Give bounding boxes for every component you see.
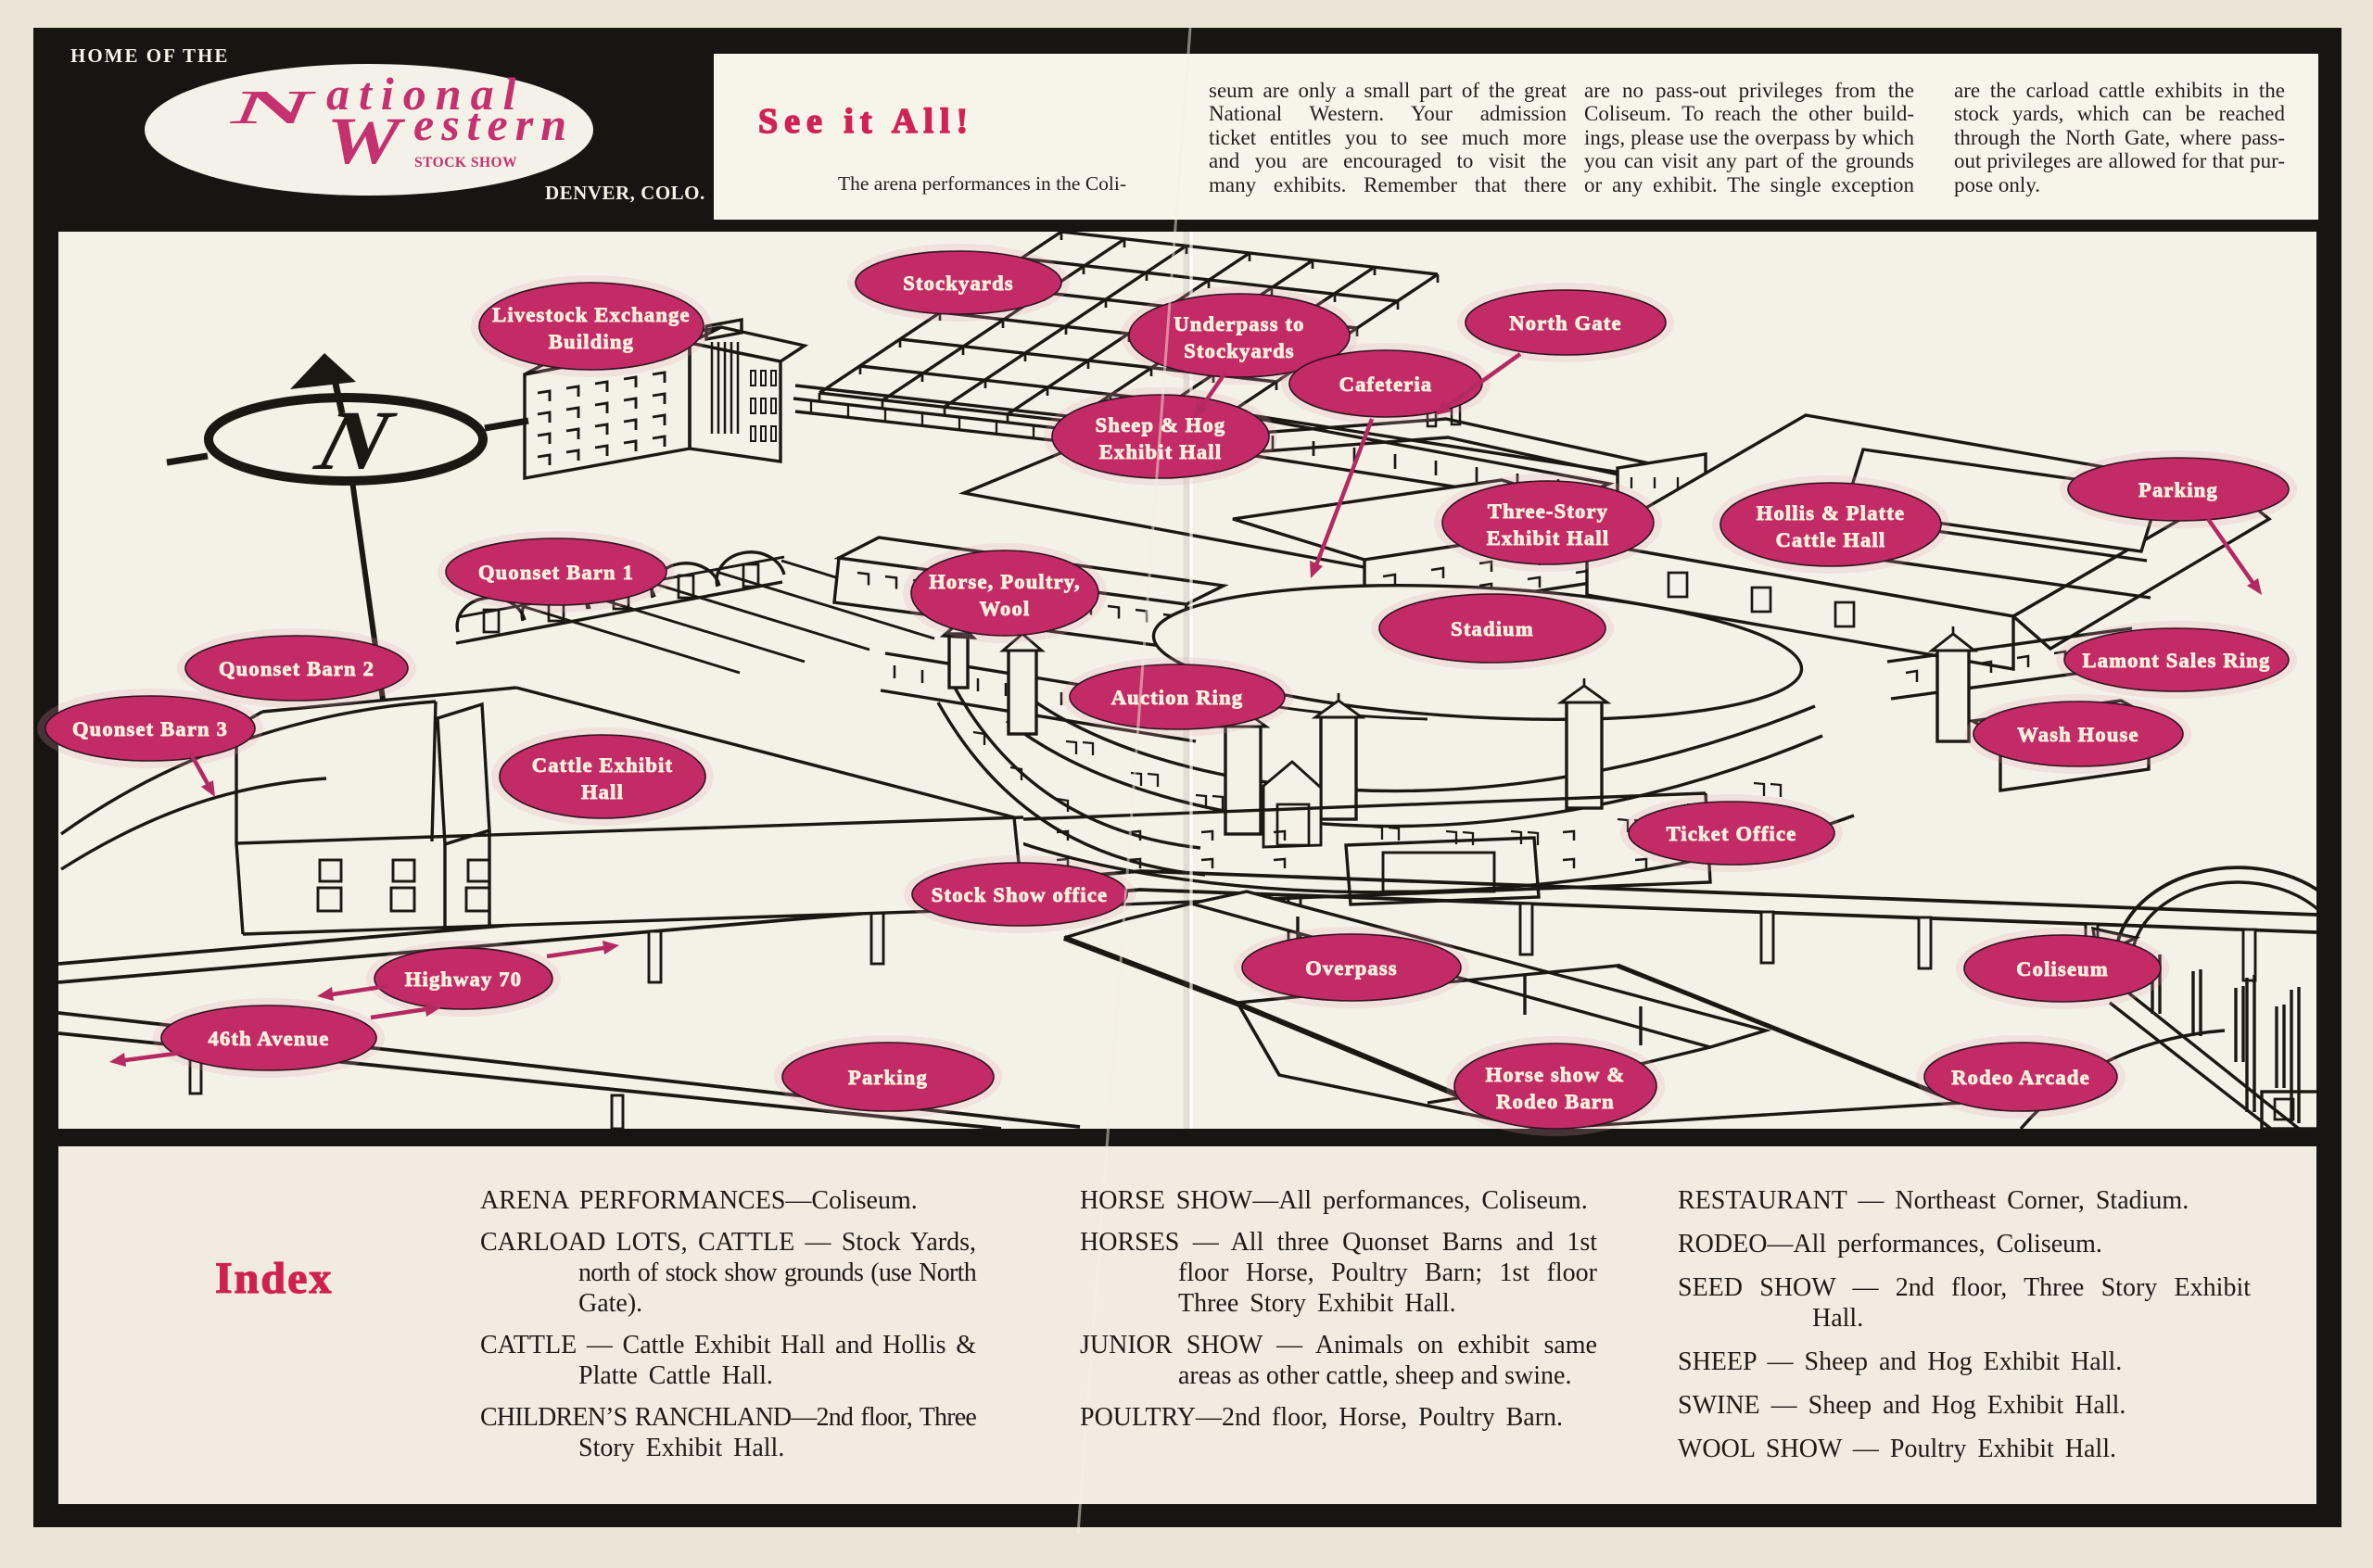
svg-text:Hollis & Platte: Hollis & Platte [1757,501,1905,525]
svg-text:Highway 70: Highway 70 [405,967,522,991]
svg-text:N: N [230,81,317,134]
svg-text:Rodeo Arcade: Rodeo Arcade [1951,1066,2090,1089]
svg-text:Stockyards: Stockyards [1184,339,1295,362]
svg-text:Lamont Sales Ring: Lamont Sales Ring [2083,649,2271,672]
svg-text:W: W [326,104,406,178]
svg-text:Underpass to: Underpass to [1174,312,1304,335]
svg-text:Auction Ring: Auction Ring [1111,686,1244,709]
svg-text:Parking: Parking [848,1066,928,1089]
svg-text:North Gate: North Gate [1509,311,1621,335]
svg-text:STOCK SHOW: STOCK SHOW [414,155,517,171]
svg-text:Overpass: Overpass [1305,956,1398,980]
svg-text:Stadium: Stadium [1451,617,1534,640]
svg-text:Stockyards: Stockyards [903,272,1014,295]
svg-text:Ticket Office: Ticket Office [1667,822,1797,845]
svg-text:Quonset Barn 3: Quonset Barn 3 [72,717,228,740]
svg-text:Stock Show office: Stock Show office [932,883,1108,906]
svg-text:Coliseum: Coliseum [2016,957,2109,980]
svg-text:Building: Building [549,330,634,353]
svg-text:Parking: Parking [2138,478,2218,501]
svg-text:estern: estern [413,98,574,150]
svg-text:Wash House: Wash House [2017,723,2138,746]
svg-text:Wool: Wool [980,597,1031,620]
svg-text:Cafeteria: Cafeteria [1339,373,1433,396]
svg-text:46th Avenue: 46th Avenue [209,1027,330,1050]
svg-text:Exhibit Hall: Exhibit Hall [1487,526,1610,550]
svg-text:Quonset Barn 1: Quonset Barn 1 [478,561,634,584]
svg-text:Livestock Exchange: Livestock Exchange [492,303,690,326]
svg-text:Cattle Hall: Cattle Hall [1776,528,1886,551]
svg-text:Cattle Exhibit: Cattle Exhibit [532,753,673,777]
svg-text:Rodeo Barn: Rodeo Barn [1496,1090,1615,1113]
svg-text:Horse, Poultry,: Horse, Poultry, [929,570,1081,593]
svg-text:Horse show &: Horse show & [1486,1063,1626,1086]
svg-text:ational: ational [326,68,525,120]
svg-text:Quonset Barn 2: Quonset Barn 2 [219,657,374,680]
svg-text:Hall: Hall [581,780,624,803]
svg-text:Three-Story: Three-Story [1488,499,1608,523]
